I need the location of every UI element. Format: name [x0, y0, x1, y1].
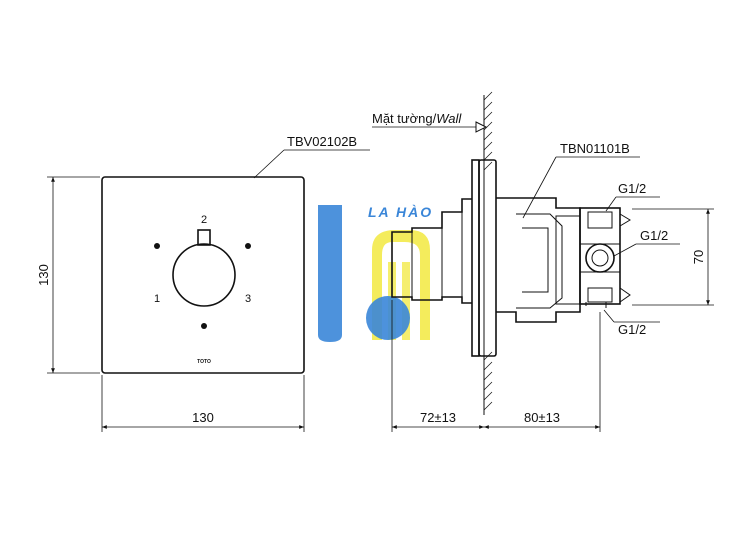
cover-code-label: TBV02102B	[287, 134, 357, 149]
knob-pointer	[197, 229, 211, 246]
bottom-inlet	[619, 287, 631, 303]
outlet-bottom-label: G1/2	[618, 322, 646, 337]
position-2-label: 2	[201, 214, 207, 226]
screw-left	[154, 243, 160, 249]
wall-arrow-icon	[475, 121, 488, 133]
control-knob	[172, 243, 236, 307]
body-code-label: TBN01101B	[560, 141, 630, 156]
valve-body	[496, 197, 581, 323]
outlet-mid-label: G1/2	[640, 228, 668, 243]
flange	[478, 159, 497, 357]
screw-bottom	[201, 323, 207, 329]
top-inlet	[619, 213, 631, 227]
outlet-top-label: G1/2	[618, 181, 646, 196]
depth-back-dim: 80±13	[524, 410, 560, 425]
position-1-label: 1	[154, 293, 160, 305]
side-height-dim: 70	[691, 250, 706, 264]
wall-label-italic: Wall	[436, 111, 462, 126]
watermark-text: LA HÀO	[368, 204, 433, 220]
middle-outlet	[585, 243, 615, 273]
depth-front-dim: 72±13	[420, 410, 456, 425]
position-3-label: 3	[245, 293, 251, 305]
brand-mark: TOTO	[197, 359, 211, 365]
cover-plate	[101, 176, 305, 374]
side-view: Mặt tường/Wall TBN01101B	[372, 91, 714, 432]
wall-label-prefix: Mặt tường/	[372, 111, 437, 126]
front-view: 1 2 3 TOTO TBV02102B 130 130	[36, 134, 370, 432]
front-height-dim: 130	[36, 264, 51, 286]
wall-label: Mặt tường/Wall	[372, 111, 462, 126]
wall-hatching	[483, 91, 493, 411]
screw-right	[245, 243, 251, 249]
connector-block	[579, 207, 621, 305]
cover-plate-side	[471, 159, 480, 357]
front-width-dim: 130	[192, 410, 214, 425]
watermark-logo: LA HÀO	[318, 204, 433, 342]
